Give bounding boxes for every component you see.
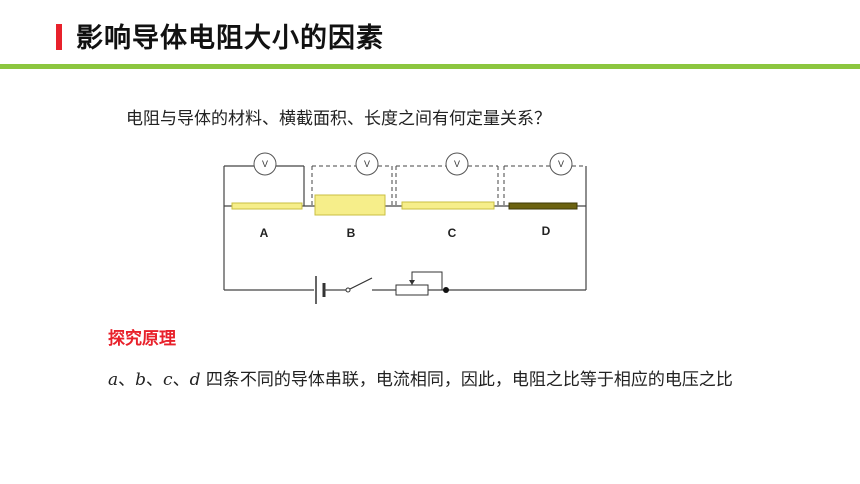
conductor-label-b: B: [347, 226, 356, 240]
title-accent-bar: [56, 24, 62, 50]
title-divider: [0, 64, 860, 69]
voltmeter-d: V: [503, 152, 586, 206]
circuit-diagram: V V V V A B C D: [223, 152, 587, 304]
voltmeter-d-symbol: V: [558, 159, 564, 169]
voltmeter-a-symbol: V: [262, 159, 268, 169]
voltmeter-c-symbol: V: [454, 159, 460, 169]
voltmeter-b-symbol: V: [364, 159, 370, 169]
sep: 、: [172, 370, 190, 390]
question-text: 电阻与导体的材料、横截面积、长度之间有何定量关系？: [126, 109, 551, 129]
bottom-wire: [224, 271, 586, 304]
switch-lever: [349, 277, 373, 290]
section-heading: 探究原理: [108, 329, 176, 349]
conductor-a: [231, 202, 303, 210]
conductor-d: [508, 202, 578, 210]
junction-dot: [443, 287, 449, 293]
sep: 、: [146, 370, 164, 390]
rheostat-slider: [411, 271, 443, 290]
conductor-label-d: D: [542, 224, 551, 238]
sep: 、: [118, 370, 136, 390]
conductor-label-a: A: [260, 226, 269, 240]
voltmeter-c: V: [395, 152, 499, 206]
conductor-b: [314, 194, 386, 216]
principle-rest: 四条不同的导体串联，电流相同，因此，电阻之比等于相应的电压之比: [200, 370, 733, 390]
slide-title: 影响导体电阻大小的因素: [76, 23, 384, 54]
var-c: c: [163, 370, 173, 390]
voltmeter-b: V: [311, 152, 393, 206]
var-d: d: [189, 370, 201, 390]
var-b: b: [135, 370, 147, 390]
voltmeter-a: V: [224, 152, 305, 206]
principle-text: a、b、c、d 四条不同的导体串联，电流相同，因此，电阻之比等于相应的电压之比: [58, 362, 818, 398]
conductor-c: [401, 201, 495, 210]
var-a: a: [108, 370, 119, 390]
rheostat-body: [395, 284, 429, 296]
conductor-label-c: C: [448, 226, 457, 240]
